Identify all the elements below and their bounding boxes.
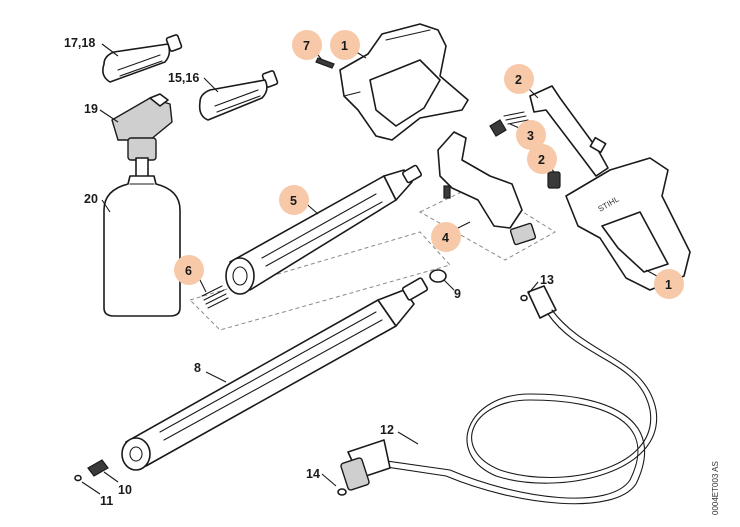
screw-7 <box>315 57 335 69</box>
callout-1-top: 1 <box>341 39 348 53</box>
callout-10: 10 <box>118 483 132 497</box>
highlight-2-top <box>504 64 534 94</box>
highlight-4 <box>431 222 461 252</box>
foam-bottle-20 <box>103 175 181 317</box>
callout-9: 9 <box>454 287 461 301</box>
highlight-5 <box>279 185 309 215</box>
nozzle-15-16 <box>198 70 279 121</box>
callout-11: 11 <box>100 494 113 508</box>
spray-gun-1-right: STIHL <box>565 157 691 291</box>
callout-3: 3 <box>527 129 534 143</box>
o-ring-13 <box>520 294 528 302</box>
callout-13: 13 <box>540 273 554 287</box>
lance-tube-5 <box>225 164 422 295</box>
nozzle-17-18 <box>102 34 183 83</box>
callout-2-top: 2 <box>515 73 522 87</box>
callout-4: 4 <box>442 231 449 245</box>
callout-8: 8 <box>194 361 201 375</box>
assembly-outline-grip <box>418 183 556 261</box>
extension-lance-8 <box>121 277 429 471</box>
callout-labels: 17,18 15,16 19 20 7 1 2 3 2 5 4 1 6 9 13… <box>64 36 672 508</box>
highlight-2-mid <box>527 144 557 174</box>
highlight-1-right <box>654 269 684 299</box>
handle-shell-1-top <box>339 23 469 141</box>
highlight-6 <box>174 255 204 285</box>
callout-12: 12 <box>380 423 394 437</box>
high-pressure-hose-12 <box>340 285 658 505</box>
o-ring-9 <box>429 269 447 283</box>
spring-6 <box>201 285 229 309</box>
clip-2-mid <box>547 171 561 189</box>
foam-nozzle-19 <box>111 93 173 183</box>
callout-20: 20 <box>84 192 98 206</box>
pin-and-spring-3 <box>489 111 529 137</box>
drawing-code: 0004ET003 AS <box>711 461 720 515</box>
grip-insert-4 <box>437 131 537 246</box>
o-ring-14 <box>337 488 347 496</box>
callout-17-18: 17,18 <box>64 36 95 50</box>
callout-14: 14 <box>306 467 320 481</box>
highlight-1-top <box>330 30 360 60</box>
callout-1-right: 1 <box>665 278 672 292</box>
callout-19: 19 <box>84 102 98 116</box>
fitting-10-11 <box>74 459 109 482</box>
highlight-3 <box>516 120 546 150</box>
callout-15-16: 15,16 <box>168 71 199 85</box>
callout-5: 5 <box>290 194 297 208</box>
callout-7: 7 <box>303 39 310 53</box>
callout-6: 6 <box>185 264 192 278</box>
callout-2-mid: 2 <box>538 153 545 167</box>
callout-highlights <box>174 30 684 299</box>
swivel-connector-2-top <box>529 85 609 177</box>
highlight-7 <box>292 30 322 60</box>
